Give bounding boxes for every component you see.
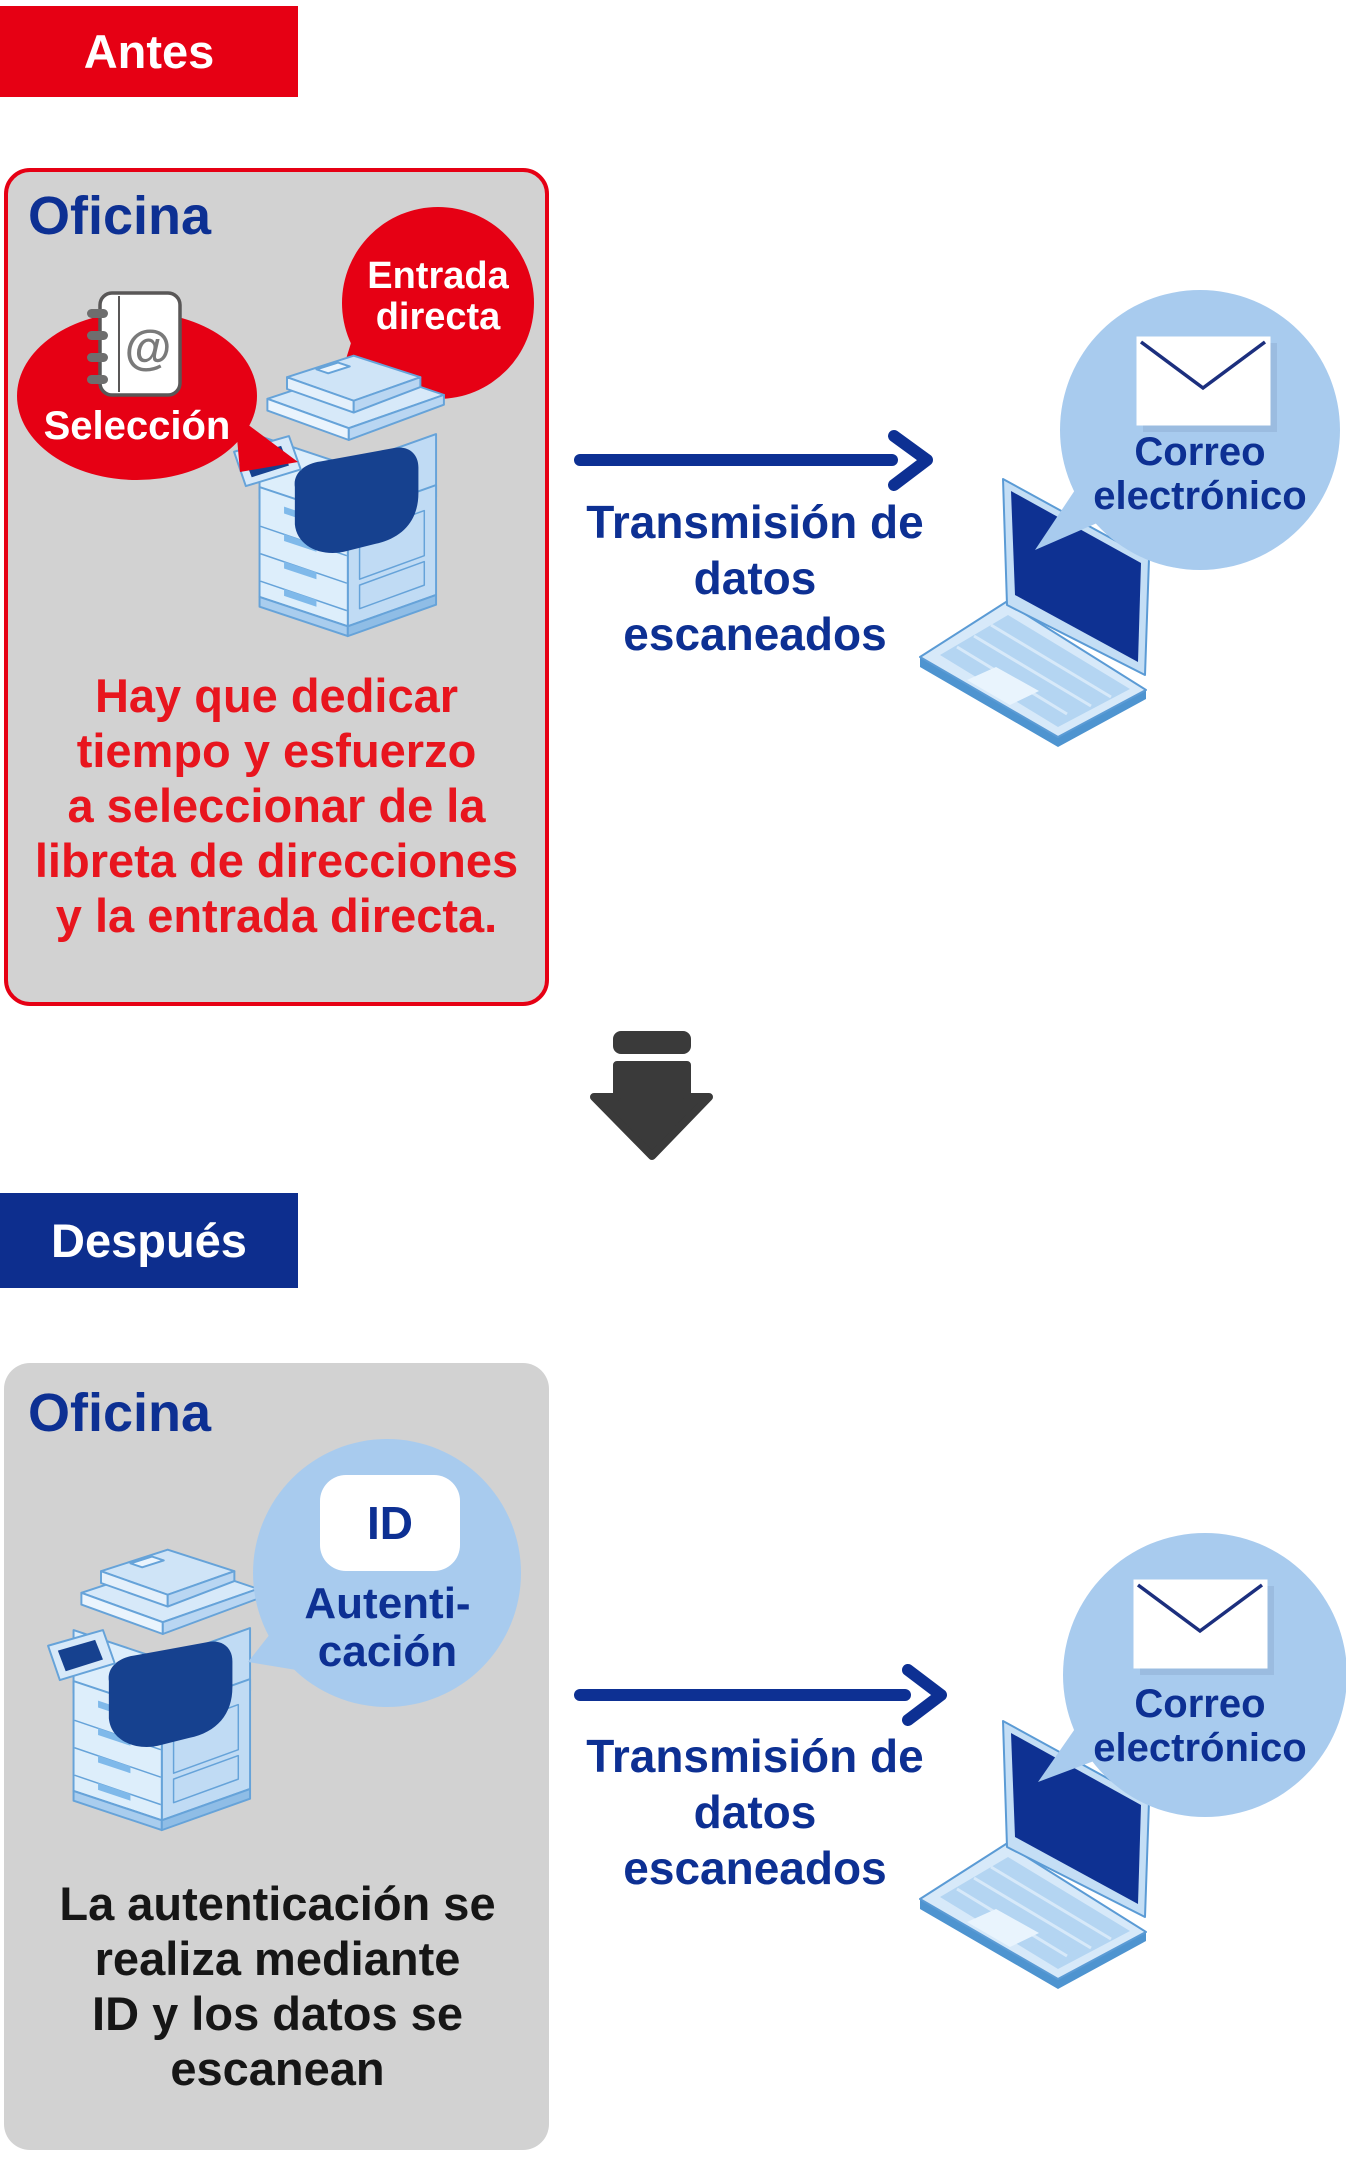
at-icon: @: [125, 322, 172, 375]
down-arrow-icon: [590, 1031, 713, 1160]
after-office-title: Oficina: [28, 1383, 212, 1443]
after-banner: Después: [0, 1193, 298, 1288]
id-badge: ID: [320, 1475, 460, 1571]
selection-bubble-label: Selección: [43, 404, 231, 448]
auth-bubble-label: Autenti-cación: [304, 1579, 471, 1676]
id-badge-label: ID: [367, 1497, 413, 1549]
before-banner-label: Antes: [83, 25, 215, 78]
printer-icon: [47, 1548, 259, 1832]
address-book-icon: @: [87, 291, 182, 397]
after-banner-label: Después: [51, 1214, 247, 1267]
before-office-title: Oficina: [28, 186, 212, 246]
right-arrow-icon-after: [574, 1664, 947, 1726]
laptop-email-before: [918, 290, 1340, 749]
envelope-icon: [1136, 336, 1278, 433]
right-arrow-icon-before: [574, 430, 933, 491]
printer-icon: [233, 354, 445, 638]
envelope-icon: [1133, 1579, 1275, 1676]
before-banner: Antes: [0, 6, 298, 97]
laptop-email-after: [918, 1533, 1346, 1991]
